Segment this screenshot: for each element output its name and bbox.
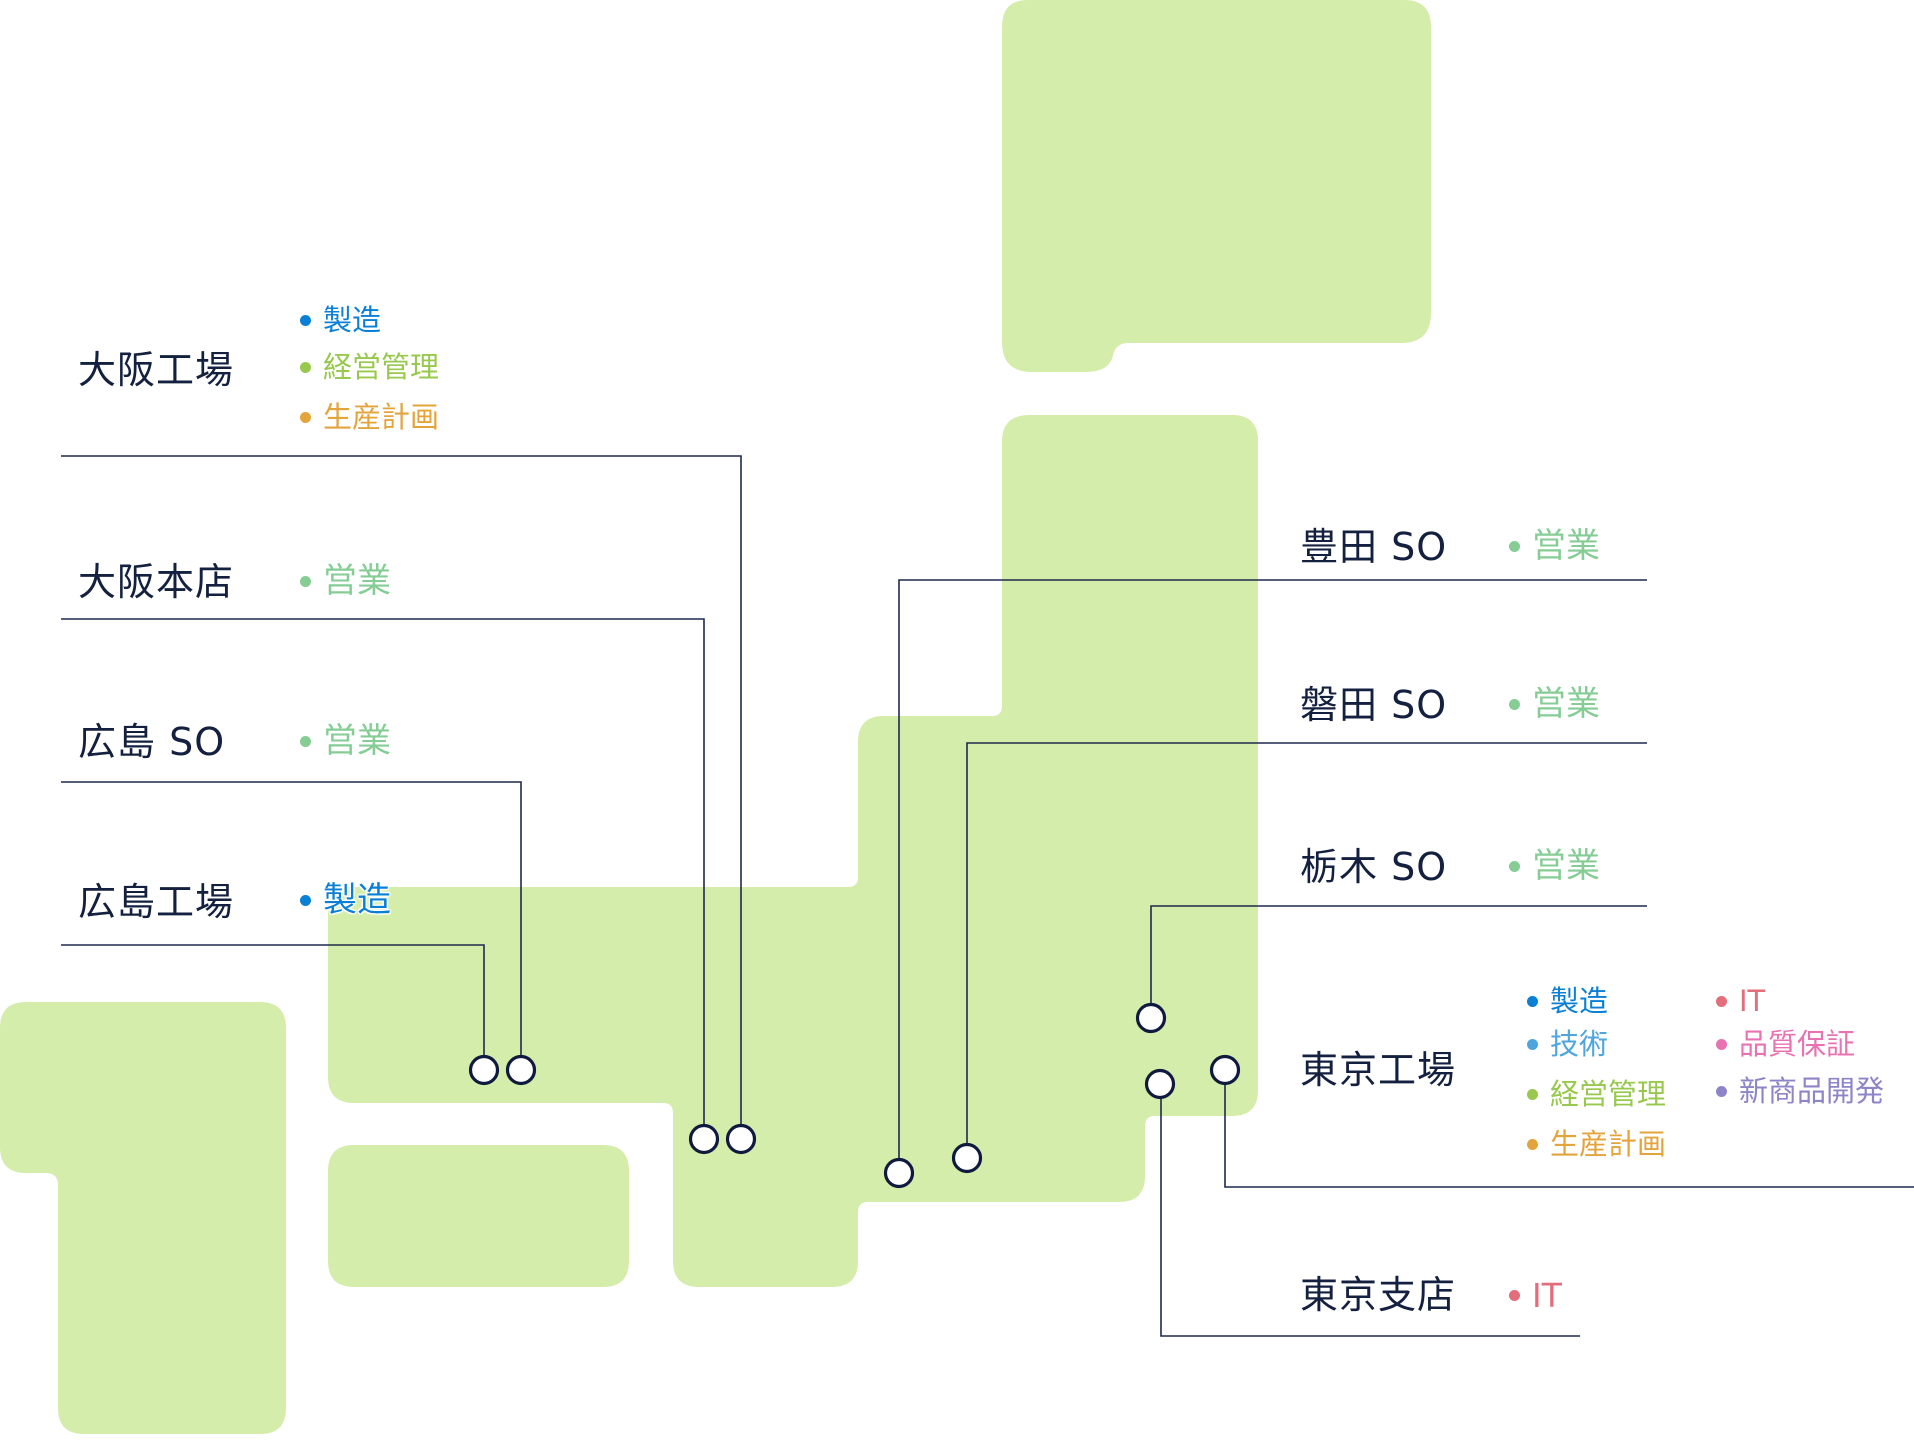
dept-label: 製造	[1550, 984, 1609, 1018]
site-name: 栃木 SO	[1300, 845, 1448, 889]
bullet-icon	[1509, 1290, 1520, 1301]
site-name: 東京支店	[1300, 1273, 1457, 1317]
bullet-icon	[1527, 1139, 1538, 1150]
bullet-icon	[1527, 1039, 1538, 1050]
dept-manufacturing: 製造	[300, 883, 391, 917]
site-hiroshima-so: 広島 SO	[78, 723, 225, 761]
pin-hiroshima-so[interactable]	[505, 1054, 537, 1086]
bullet-icon	[300, 894, 311, 906]
site-name: 広島工場	[78, 880, 235, 924]
dept-sales: 営業	[1509, 849, 1600, 883]
connector-tokyo-factory	[1224, 1084, 1914, 1188]
dept-label: 技術	[1550, 1027, 1609, 1061]
dept-management: 経営管理	[1527, 1080, 1666, 1109]
connector-tochigi-so	[1150, 905, 1647, 1004]
site-hiroshima-factory: 広島工場	[78, 883, 234, 921]
connector-osaka-hq	[61, 618, 705, 1125]
site-osaka-factory: 大阪工場	[78, 351, 234, 389]
dept-label: 生産計画	[323, 400, 440, 434]
pin-toyota-so[interactable]	[883, 1157, 915, 1189]
site-name: 広島 SO	[78, 720, 226, 764]
bullet-icon	[300, 575, 311, 587]
site-iwata-so: 磐田 SO	[1300, 686, 1447, 724]
site-tochigi-so: 栃木 SO	[1300, 848, 1447, 886]
dept-sales: 営業	[300, 564, 391, 598]
dept-quality-assurance: 品質保証	[1716, 1030, 1855, 1059]
dept-sales: 営業	[300, 724, 391, 758]
dept-it: IT	[1509, 1279, 1562, 1312]
dept-engineering: 技術	[1527, 1030, 1608, 1059]
pin-osaka-factory[interactable]	[725, 1123, 757, 1155]
site-osaka-hq: 大阪本店	[78, 563, 234, 601]
connector-hiroshima-so	[61, 781, 522, 1056]
region-kyushu	[0, 1002, 286, 1434]
site-name: 磐田 SO	[1300, 683, 1448, 727]
dept-management: 経営管理	[300, 353, 439, 382]
connector-hiroshima-factory	[61, 944, 485, 1056]
site-name: 豊田 SO	[1300, 525, 1448, 569]
dept-manufacturing: 製造	[300, 306, 381, 335]
bullet-icon	[1527, 996, 1538, 1007]
site-tokyo-factory: 東京工場	[1300, 1051, 1456, 1089]
pin-hiroshima-factory[interactable]	[468, 1054, 500, 1086]
dept-label: 営業	[1532, 846, 1600, 886]
connector-iwata-so	[966, 742, 1647, 1144]
bullet-icon	[1716, 1086, 1727, 1097]
bullet-icon	[1716, 1039, 1727, 1050]
bullet-icon	[1716, 996, 1727, 1007]
bullet-icon	[300, 315, 311, 326]
region-shikoku	[328, 1145, 629, 1287]
dept-manufacturing: 製造	[1527, 987, 1608, 1016]
bullet-icon	[1527, 1089, 1538, 1100]
pin-iwata-so[interactable]	[951, 1142, 983, 1174]
pin-tokyo-factory[interactable]	[1209, 1054, 1241, 1086]
pin-tochigi-so[interactable]	[1135, 1002, 1167, 1034]
connector-toyota-so	[898, 579, 1647, 1159]
site-name: 東京工場	[1300, 1048, 1457, 1092]
site-tokyo-branch: 東京支店	[1300, 1276, 1456, 1314]
bullet-icon	[1509, 698, 1520, 710]
dept-production-planning: 生産計画	[300, 403, 439, 432]
dept-label: 新商品開発	[1739, 1074, 1885, 1108]
dept-sales: 営業	[1509, 529, 1600, 563]
dept-sales: 営業	[1509, 687, 1600, 721]
bullet-icon	[300, 362, 311, 373]
dept-label: 製造	[323, 880, 391, 920]
connector-tokyo-branch	[1160, 1098, 1580, 1337]
dept-label: 営業	[1532, 684, 1600, 724]
connector-osaka-factory	[61, 455, 742, 1125]
bullet-icon	[300, 735, 311, 747]
dept-label: IT	[1532, 1276, 1562, 1315]
region-hokkaido	[1002, 0, 1431, 372]
dept-label: 製造	[323, 303, 382, 337]
dept-label: 経営管理	[1550, 1077, 1667, 1111]
dept-label: 営業	[323, 721, 391, 761]
region-honshu	[328, 415, 1258, 1287]
pin-osaka-hq[interactable]	[688, 1123, 720, 1155]
dept-label: 品質保証	[1739, 1027, 1856, 1061]
dept-label: IT	[1739, 984, 1766, 1018]
bullet-icon	[300, 412, 311, 423]
dept-label: 営業	[323, 561, 391, 601]
bullet-icon	[1509, 540, 1520, 552]
bullet-icon	[1509, 860, 1520, 872]
dept-production-planning: 生産計画	[1527, 1130, 1666, 1159]
dept-it: IT	[1716, 987, 1765, 1016]
dept-label: 経営管理	[323, 350, 440, 384]
dept-label: 営業	[1532, 526, 1600, 566]
site-name: 大阪本店	[78, 560, 235, 604]
dept-label: 生産計画	[1550, 1127, 1667, 1161]
pin-tokyo-branch[interactable]	[1144, 1068, 1176, 1100]
site-toyota-so: 豊田 SO	[1300, 528, 1447, 566]
site-name: 大阪工場	[78, 348, 235, 392]
dept-new-product-dev: 新商品開発	[1716, 1077, 1884, 1106]
